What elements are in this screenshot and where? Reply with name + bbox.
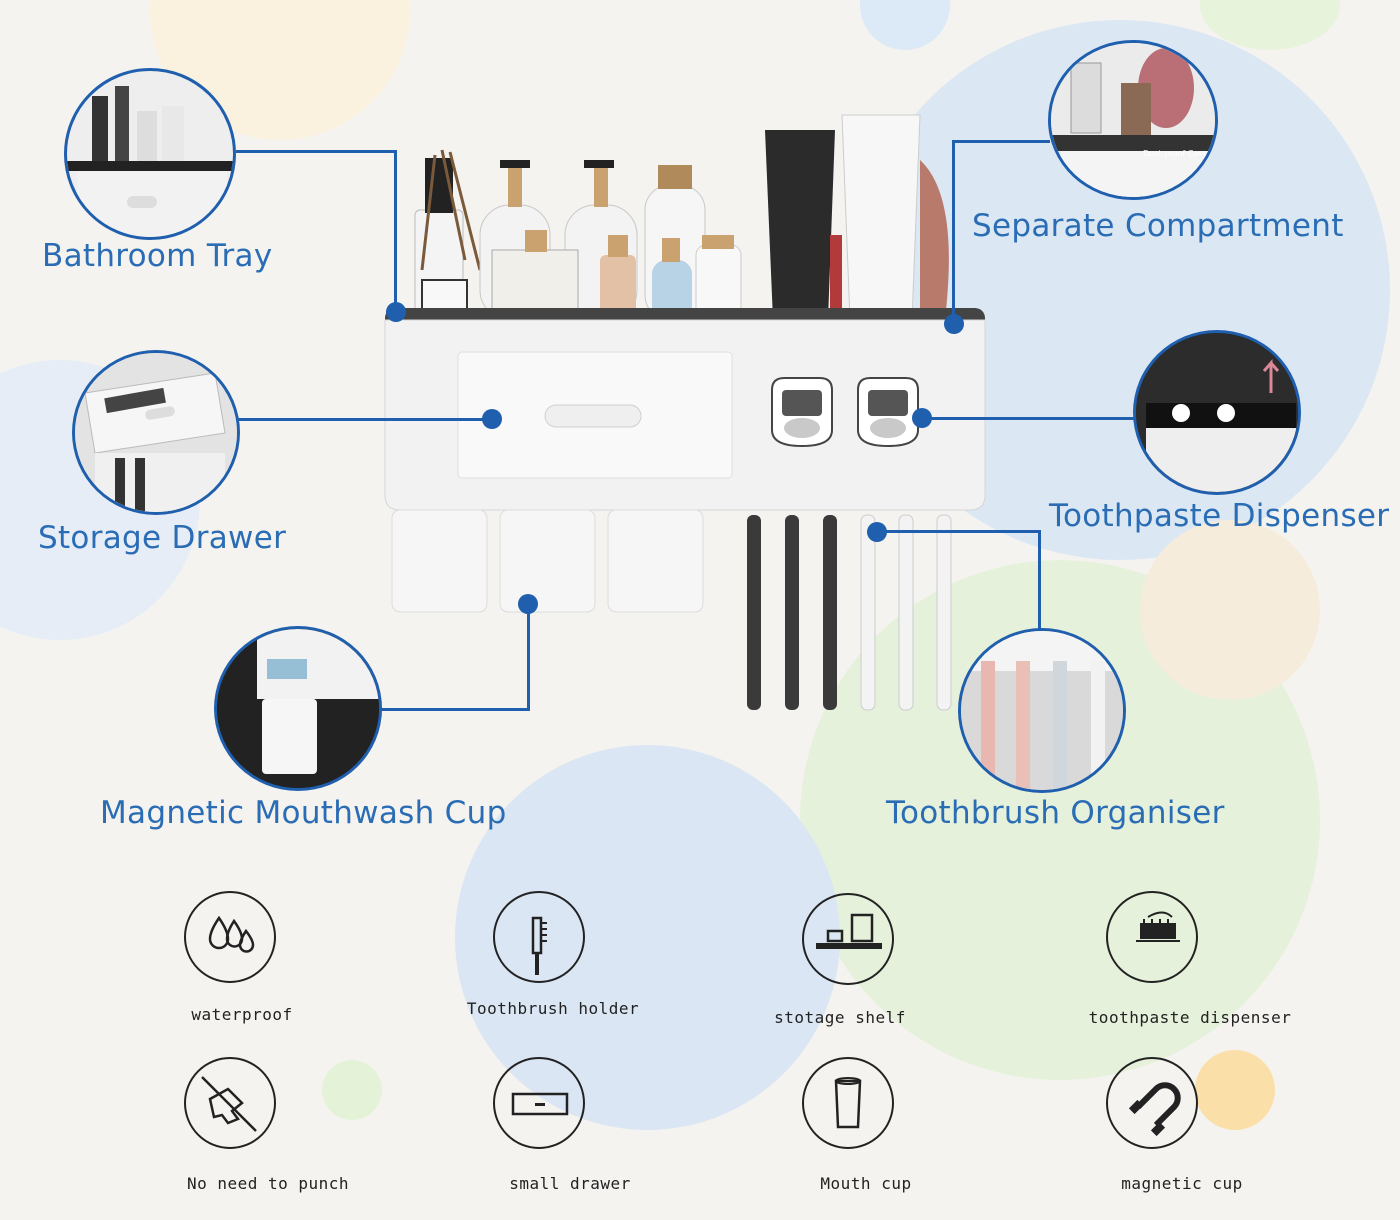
toothbrushes (747, 514, 952, 711)
bathroom-tray-label: Bathroom Tray (42, 238, 273, 274)
feature-label-mouth-cup: Mouth cup (820, 1174, 912, 1193)
bathroom-tray-photo (64, 68, 236, 240)
feature-label-magnetic-cup: magnetic cup (1121, 1174, 1243, 1193)
drawer-icon (493, 1057, 585, 1149)
mouthwash-cups (391, 509, 704, 613)
drawer-handle (544, 404, 642, 428)
storage-drawer-photo (72, 350, 240, 515)
cup-icon (802, 1057, 894, 1149)
toothbrush-icon (493, 891, 585, 983)
dispensers (771, 377, 919, 448)
feature-label-storage-shelf: stotage shelf (774, 1008, 906, 1027)
storage-drawer-label: Storage Drawer (38, 520, 287, 556)
product-illustration (384, 114, 986, 711)
toothbrush-organiser-photo (958, 628, 1126, 793)
feature-label-no-need-to-punch: No need to punch (186, 1174, 350, 1193)
toothbrush-organiser-label: Toothbrush Organiser (886, 795, 1225, 831)
toothpaste-dispenser-label: Toothpaste Dispenser (1049, 498, 1390, 534)
mouthwash-cup-photo (214, 626, 382, 791)
water-drops-icon (184, 891, 276, 983)
no-drill-icon (184, 1057, 276, 1149)
magnet-icon (1106, 1057, 1198, 1149)
feature-label-small-drawer: small drawer (509, 1174, 631, 1193)
magnetic-mouthwash-cup-label: Magnetic Mouthwash Cup (100, 795, 507, 831)
cosmetic-bottles (414, 149, 742, 321)
feature-label-toothpaste-dispenser: toothpaste dispenser (1088, 1008, 1292, 1027)
separate-compartment-photo: Dust-proof Cover (1048, 40, 1218, 200)
shelf-icon (802, 893, 894, 985)
feature-label-waterproof: waterproof (191, 1005, 293, 1024)
toothpaste-dispenser-icon (1106, 891, 1198, 983)
dust-proof-cover-caption: Dust-proof Cover (1143, 149, 1212, 158)
feature-label-toothbrush-holder: Toothbrush holder (466, 999, 640, 1018)
tubes-and-brush (765, 114, 949, 321)
toothpaste-dispenser-photo (1133, 330, 1301, 495)
separate-compartment-label: Separate Compartment (972, 208, 1344, 244)
